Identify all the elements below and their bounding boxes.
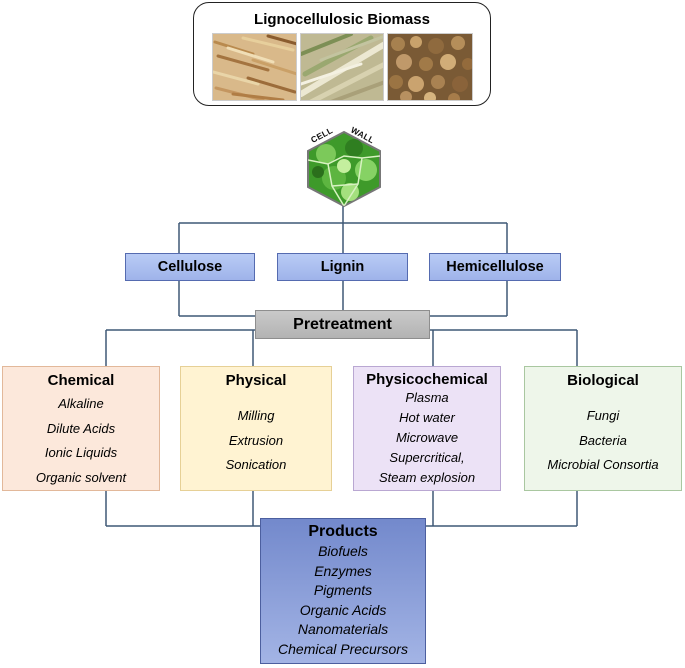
product-item: Pigments [313,582,373,598]
biological-item: Microbial Consortia [547,457,659,472]
pretreatment-box: Pretreatment [255,310,430,339]
hemicellulose-label: Hemicellulose [446,259,544,275]
physical-title: Physical [225,372,287,389]
physicochemical-item: Steam explosion [378,470,476,485]
chemical-item: Ionic Liquids [44,445,118,460]
chemical-item: Alkaline [58,396,104,411]
biomass-box: Lignocellulosic Biomass [193,2,491,106]
chemical-item: Organic solvent [35,469,127,485]
cellulose-label: Cellulose [157,259,223,275]
product-item: Chemical Precursors [278,640,408,657]
physicochemical-item: Plasma [405,390,449,405]
physicochemical-item: Supercritical, [389,450,465,465]
chemical-title: Chemical [47,372,115,389]
products-title: Products [308,523,378,540]
biological-box: Biological Fungi Bacteria Microbial Cons… [524,366,682,491]
cellulose-box: Cellulose [125,253,255,281]
biological-item: Fungi [586,408,620,423]
physical-item: Extrusion [228,432,284,448]
biological-title: Biological [567,372,639,389]
straw-photo [212,33,297,101]
physicochemical-box: Physicochemical Plasma Hot water Microwa… [353,366,501,491]
product-item: Organic Acids [299,601,387,618]
physical-box: Physical Milling Extrusion Sonication [180,366,332,491]
stalk-photo [300,33,384,101]
pretreatment-label: Pretreatment [293,315,392,333]
product-item: Biofuels [318,543,368,559]
product-item: Nanomaterials [297,621,389,637]
physicochemical-item: Microwave [395,430,459,445]
lignin-label: Lignin [320,259,365,275]
chemical-box: Chemical Alkaline Dilute Acids Ionic Liq… [2,366,160,491]
biomass-title: Lignocellulosic Biomass [254,11,430,28]
product-item: Enzymes [314,562,372,579]
physicochemical-title: Physicochemical [366,371,488,388]
lignin-box: Lignin [277,253,408,281]
chips-photo [387,33,473,101]
cell-wall-hexagon: CELL WALL [304,125,384,208]
chemical-item: Dilute Acids [46,420,116,436]
products-box: Products Biofuels Enzymes Pigments Organ… [260,518,426,664]
hemicellulose-box: Hemicellulose [429,253,561,281]
physicochemical-item: Hot water [399,410,455,425]
biological-item: Bacteria [579,432,627,448]
physical-item: Milling [237,408,275,423]
physical-item: Sonication [225,457,287,472]
